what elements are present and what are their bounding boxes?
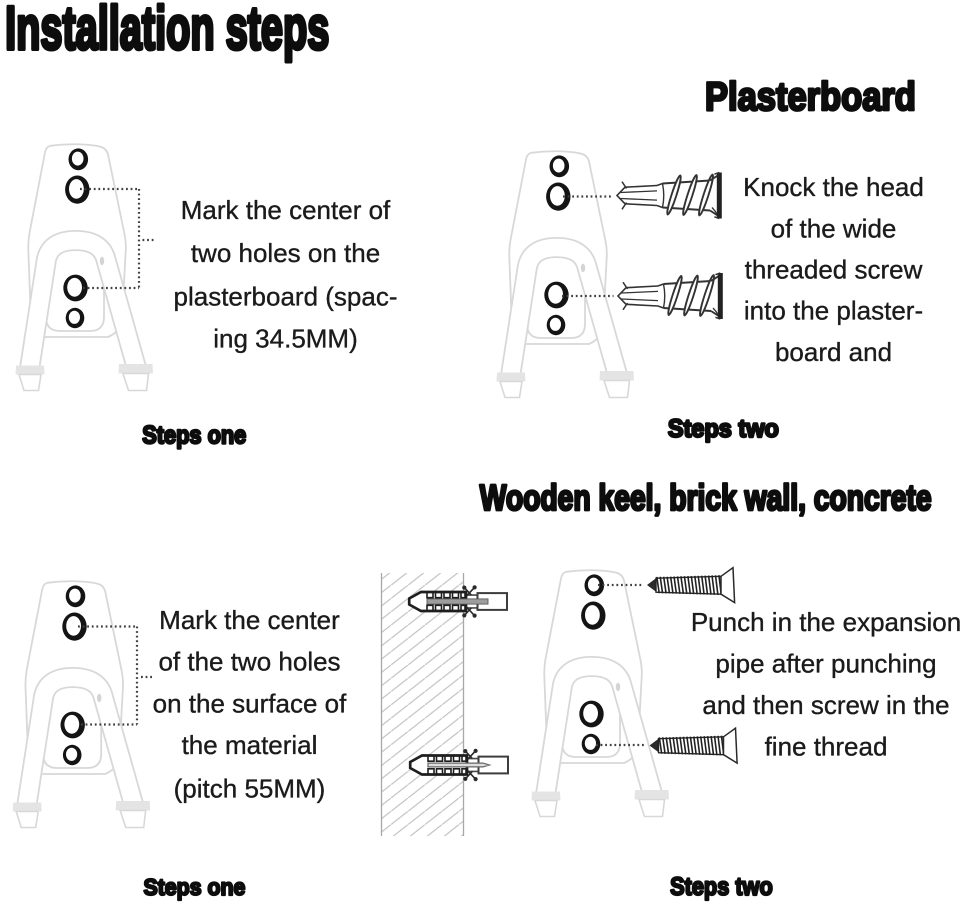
svg-text:of the wide: of the wide bbox=[771, 214, 897, 244]
svg-text:Steps one: Steps one bbox=[144, 874, 246, 900]
svg-text:(pitch 55MM): (pitch 55MM) bbox=[174, 774, 326, 804]
svg-text:Steps two: Steps two bbox=[668, 415, 779, 443]
svg-text:Installation steps: Installation steps bbox=[5, 0, 329, 62]
svg-text:into the plaster-: into the plaster- bbox=[744, 296, 923, 326]
svg-text:Steps two: Steps two bbox=[670, 873, 773, 901]
svg-text:Mark the center of: Mark the center of bbox=[181, 195, 391, 225]
svg-text:Steps one: Steps one bbox=[142, 421, 246, 449]
svg-text:Mark the center: Mark the center bbox=[159, 605, 340, 635]
svg-text:on the surface of: on the surface of bbox=[153, 689, 347, 719]
svg-text:Plasterboard: Plasterboard bbox=[705, 74, 916, 119]
svg-text:ing 34.5MM): ing 34.5MM) bbox=[213, 324, 358, 354]
svg-text:of the two holes: of the two holes bbox=[158, 647, 340, 677]
svg-text:fine thread: fine thread bbox=[765, 732, 888, 762]
svg-text:and then screw in the: and then screw in the bbox=[702, 690, 949, 720]
svg-text:Wooden keel, brick wall, concr: Wooden keel, brick wall, concrete bbox=[480, 478, 932, 518]
svg-text:plasterboard (spac-: plasterboard (spac- bbox=[174, 282, 398, 312]
svg-text:Punch in the expansion: Punch in the expansion bbox=[691, 607, 961, 637]
svg-text:Knock the head: Knock the head bbox=[743, 172, 924, 202]
svg-text:pipe after punching: pipe after punching bbox=[715, 649, 936, 679]
svg-text:two holes on the: two holes on the bbox=[191, 238, 380, 268]
svg-text:the material: the material bbox=[182, 730, 318, 760]
svg-text:board and: board and bbox=[775, 337, 892, 367]
svg-text:threaded screw: threaded screw bbox=[745, 255, 923, 285]
